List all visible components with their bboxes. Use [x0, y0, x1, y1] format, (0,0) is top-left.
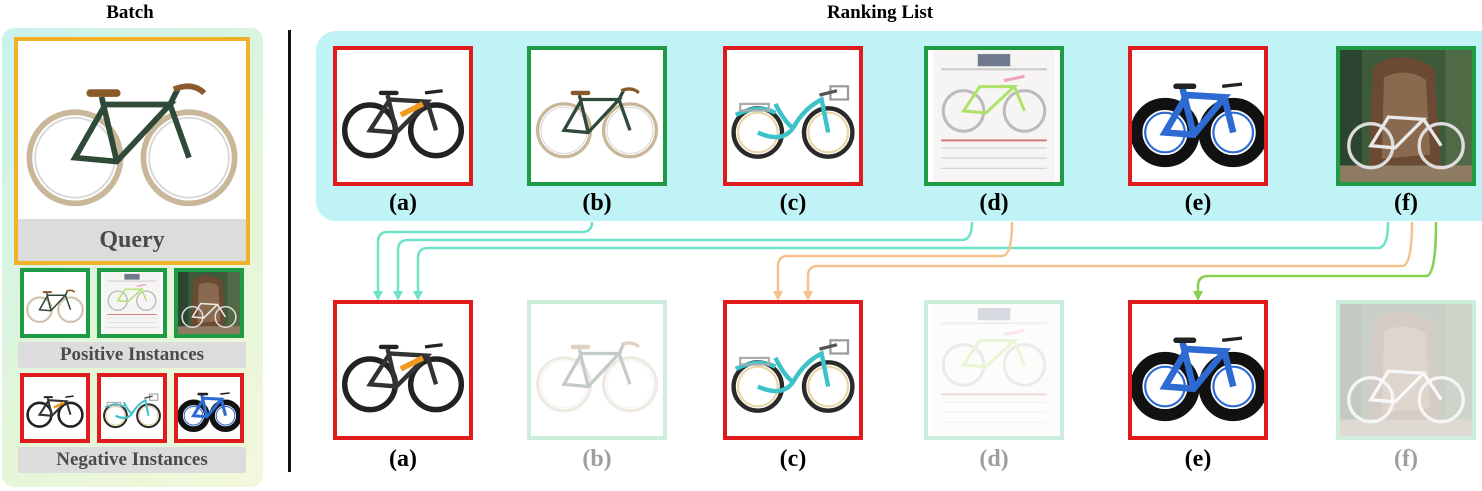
arrow-f-to-c	[803, 221, 1414, 301]
bottom-label-b: (b)	[582, 446, 612, 472]
bottom-label-f: (f)	[1394, 446, 1418, 472]
top-label-d: (d)	[979, 190, 1009, 216]
ranked-image-d[interactable]	[924, 46, 1064, 186]
reranked-image-f[interactable]	[1336, 300, 1476, 440]
arrow-f-to-e	[1193, 221, 1438, 301]
reranked-image-b[interactable]	[527, 300, 667, 440]
vertical-divider	[288, 30, 291, 472]
ranked-image-a[interactable]	[333, 46, 473, 186]
top-label-e: (e)	[1184, 190, 1212, 216]
positive-instance-b[interactable]	[20, 268, 90, 338]
arrow-f-to-a	[413, 221, 1390, 301]
ranked-image-b[interactable]	[527, 46, 667, 186]
reranked-image-c[interactable]	[723, 300, 863, 440]
ranked-image-c[interactable]	[723, 46, 863, 186]
ranked-image-e[interactable]	[1128, 46, 1268, 186]
positive-instance-d[interactable]	[97, 268, 167, 338]
mountain-bike-orange-black-icon	[337, 304, 469, 436]
bike-in-forest-photo-icon	[1340, 304, 1472, 436]
reranked-image-e[interactable]	[1128, 300, 1268, 440]
arrow-d-to-c	[773, 221, 1014, 301]
fixie-bike-dark-green-icon	[531, 304, 663, 436]
positive-instances-label: Positive Instances	[18, 342, 246, 368]
bottom-label-c: (c)	[779, 446, 807, 472]
ranking-title: Ranking List	[826, 2, 934, 23]
bottom-label-a: (a)	[389, 446, 417, 472]
bottom-label-e: (e)	[1184, 446, 1212, 472]
negative-instance-a[interactable]	[20, 373, 90, 443]
ranking-panel	[316, 31, 1482, 221]
top-label-f: (f)	[1394, 190, 1418, 216]
arrow-b-to-a	[373, 221, 594, 301]
top-label-b: (b)	[582, 190, 612, 216]
query-image[interactable]: Query	[14, 37, 250, 265]
fat-bike-blue-icon	[1132, 304, 1264, 436]
ranked-image-f[interactable]	[1336, 46, 1476, 186]
bike-geometry-chart-icon	[928, 304, 1060, 436]
positive-instance-f[interactable]	[174, 268, 244, 338]
batch-title: Batch	[106, 2, 154, 23]
arrow-d-to-a-1	[393, 221, 974, 301]
negative-instance-e[interactable]	[174, 373, 244, 443]
bottom-label-d: (d)	[979, 446, 1009, 472]
query-label: Query	[18, 219, 246, 261]
negative-instances-label: Negative Instances	[18, 447, 246, 473]
cruiser-bike-teal-icon	[727, 304, 859, 436]
top-label-c: (c)	[779, 190, 807, 216]
reranked-image-a[interactable]	[333, 300, 473, 440]
negative-instance-c[interactable]	[97, 373, 167, 443]
reranked-image-d[interactable]	[924, 300, 1064, 440]
top-label-a: (a)	[389, 190, 417, 216]
